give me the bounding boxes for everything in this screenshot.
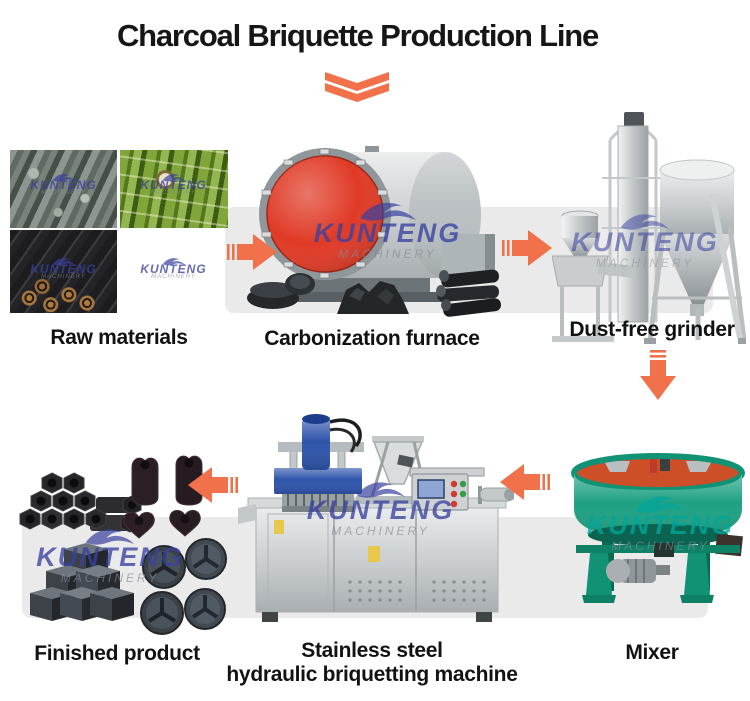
dust-free-grinder-image (552, 112, 746, 344)
flow-arrow-mixer-to-briquetting (500, 464, 550, 500)
flow-arrow-briquetting-to-product (188, 467, 238, 503)
wood-logs-photo: KUNTENG MACHINERY (10, 150, 117, 228)
hex-briquette-pile (19, 472, 142, 533)
swallow-logo-icon (162, 258, 185, 266)
perforation-dots (348, 580, 486, 602)
finished-product-image (19, 455, 227, 635)
briquetting-machine-image (238, 414, 514, 622)
control-panel (409, 467, 485, 511)
label-raw-materials: Raw materials (50, 326, 188, 349)
bamboo-photo: KUNTENG MACHINERY (120, 150, 228, 228)
raw-materials-image: KUNTENG MACHINERY KUNTENG MACHINERY KUNT… (10, 150, 228, 313)
charcoal-samples (247, 269, 501, 317)
disc-briquettes (140, 538, 227, 635)
watermark: KUNTENG MACHINERY (126, 172, 221, 196)
watermark: KUNTENG MACHINERY (16, 256, 111, 280)
label-briquetting-line2: hydraulic briquetting machine (226, 663, 518, 686)
label-finished-product: Finished product (34, 642, 200, 665)
carbonization-furnace-image (247, 146, 501, 317)
cube-briquette-pile (30, 543, 134, 621)
watermark: KUNTENG MACHINERY (126, 256, 221, 280)
mixer-rim-parts (604, 457, 712, 473)
coconut-shells-photo: KUNTENG MACHINERY (120, 230, 228, 313)
flow-arrow-furnace-to-grinder (502, 230, 552, 266)
double-chevron-down-icon (325, 72, 389, 102)
label-briquetting-machine: Stainless steel hydraulic briquetting ma… (202, 639, 542, 687)
label-carbonization-furnace: Carbonization furnace (264, 327, 480, 350)
flow-arrow-grinder-to-mixer (640, 350, 676, 400)
label-mixer: Mixer (625, 641, 679, 664)
hydraulic-press (274, 414, 364, 512)
label-briquetting-line1: Stainless steel (301, 639, 443, 662)
flow-arrow-raw-to-furnace (227, 234, 277, 270)
heart-briquettes (123, 455, 203, 539)
watermark: KUNTENG MACHINERY (16, 172, 111, 196)
label-dust-free-grinder: Dust-free grinder (569, 318, 735, 341)
mixer-motor (606, 559, 670, 583)
hex-faces (19, 472, 107, 530)
mixer-image (571, 453, 745, 603)
door-bolts (261, 148, 388, 279)
mixer-legs (582, 553, 714, 603)
swallow-logo-icon (52, 174, 75, 182)
page-title: Charcoal Briquette Production Line (116, 18, 599, 53)
swallow-logo-icon (52, 258, 75, 266)
briquette-rods-photo: KUNTENG MACHINERY (10, 230, 117, 313)
swallow-logo-icon (162, 174, 185, 182)
